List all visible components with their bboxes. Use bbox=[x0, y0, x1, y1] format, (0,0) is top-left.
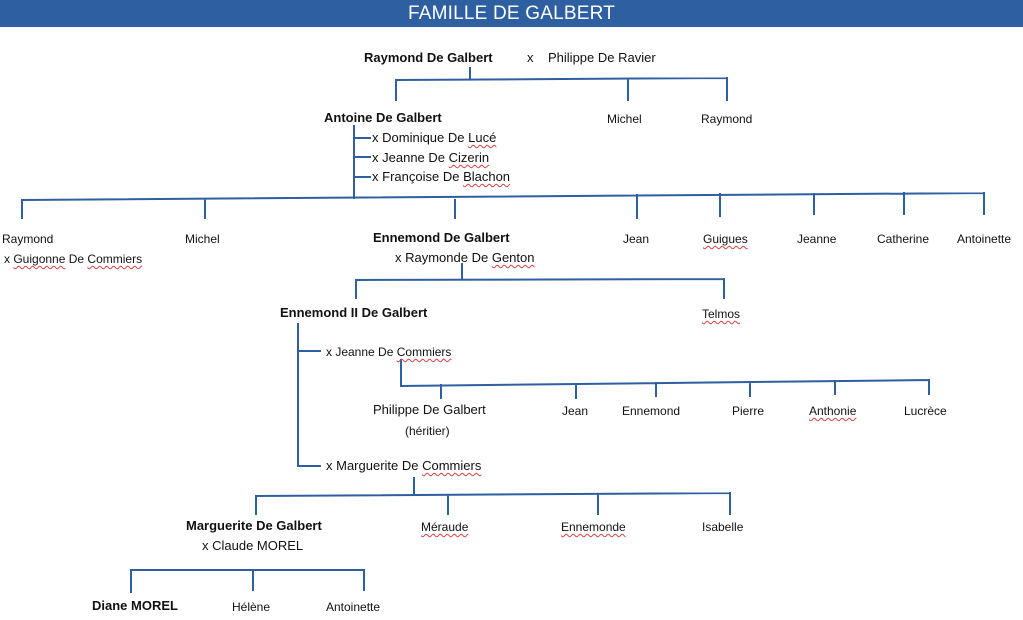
person-antoinette-gen3: Antoinette bbox=[957, 232, 1012, 246]
link-marguerite-gen6 bbox=[130, 569, 365, 593]
person-philippe-de-galbert: Philippe De Galbert bbox=[373, 402, 486, 417]
link-jeanne-children bbox=[400, 359, 931, 399]
person-raymond-gen2: Raymond bbox=[701, 112, 753, 126]
person-lucrece: Lucrèce bbox=[904, 404, 947, 418]
person-meraude: Méraude bbox=[421, 520, 469, 534]
spouse-francoise-de-blachon: x Françoise De Blachon bbox=[372, 169, 511, 184]
spouse-philippe-de-ravier: Philippe De Ravier bbox=[548, 50, 656, 65]
person-jeanne-gen3: Jeanne bbox=[797, 232, 837, 246]
person-michel-gen3: Michel bbox=[185, 232, 220, 246]
person-ennemond-de-galbert: Ennemond De Galbert bbox=[373, 230, 510, 245]
link-ennemond-gen4 bbox=[354, 263, 726, 299]
spouse-jeanne-de-commiers: x Jeanne De Commiers bbox=[326, 345, 452, 359]
spouse-dominique-de-luce: x Dominique De Lucé bbox=[372, 130, 497, 145]
heir-note: (héritier) bbox=[405, 424, 450, 438]
link-antoine-marriages bbox=[353, 125, 371, 199]
person-diane-morel: Diane MOREL bbox=[92, 598, 178, 613]
marriage-sign: x bbox=[527, 50, 534, 65]
spouse-jeanne-de-cizerin: x Jeanne De Cizerin bbox=[372, 150, 490, 165]
link-ennemond2-marriages bbox=[297, 323, 321, 467]
person-ennemond-gen5: Ennemond bbox=[622, 404, 681, 418]
spouse-claude-morel: x Claude MOREL bbox=[202, 538, 304, 553]
page-title: FAMILLE DE GALBERT bbox=[407, 3, 616, 24]
spouse-marguerite-de-commiers: x Marguerite De Commiers bbox=[326, 458, 482, 473]
spouse-guigonne-de-commiers: x Guigonne De Commiers bbox=[4, 252, 143, 266]
person-isabelle: Isabelle bbox=[702, 520, 744, 534]
person-jean-gen3: Jean bbox=[623, 232, 650, 246]
link-marguerite-children bbox=[254, 477, 732, 515]
spouse-raymonde-de-genton: x Raymonde De Genton bbox=[395, 250, 535, 265]
person-michel-gen2: Michel bbox=[607, 112, 642, 126]
link-antoine-gen3 bbox=[20, 191, 986, 219]
person-raymond-gen3: Raymond bbox=[2, 232, 54, 246]
person-telmos: Telmos bbox=[702, 307, 741, 321]
person-antoinette-gen6: Antoinette bbox=[326, 600, 381, 614]
person-catherine: Catherine bbox=[877, 232, 930, 246]
person-pierre: Pierre bbox=[732, 404, 765, 418]
person-guigues: Guigues bbox=[703, 232, 748, 246]
title-banner: FAMILLE DE GALBERT bbox=[0, 0, 1023, 27]
link-raymond-gen2 bbox=[394, 67, 729, 101]
person-raymond-de-galbert: Raymond De Galbert bbox=[364, 50, 493, 65]
person-antoine-de-galbert: Antoine De Galbert bbox=[324, 110, 442, 125]
person-jean-gen5: Jean bbox=[562, 404, 589, 418]
person-anthonie: Anthonie bbox=[809, 404, 857, 418]
person-helene: Hélène bbox=[232, 600, 271, 614]
person-ennemond-ii-de-galbert: Ennemond II De Galbert bbox=[280, 305, 428, 320]
person-ennemonde: Ennemonde bbox=[561, 520, 626, 534]
person-marguerite-de-galbert: Marguerite De Galbert bbox=[186, 518, 322, 533]
